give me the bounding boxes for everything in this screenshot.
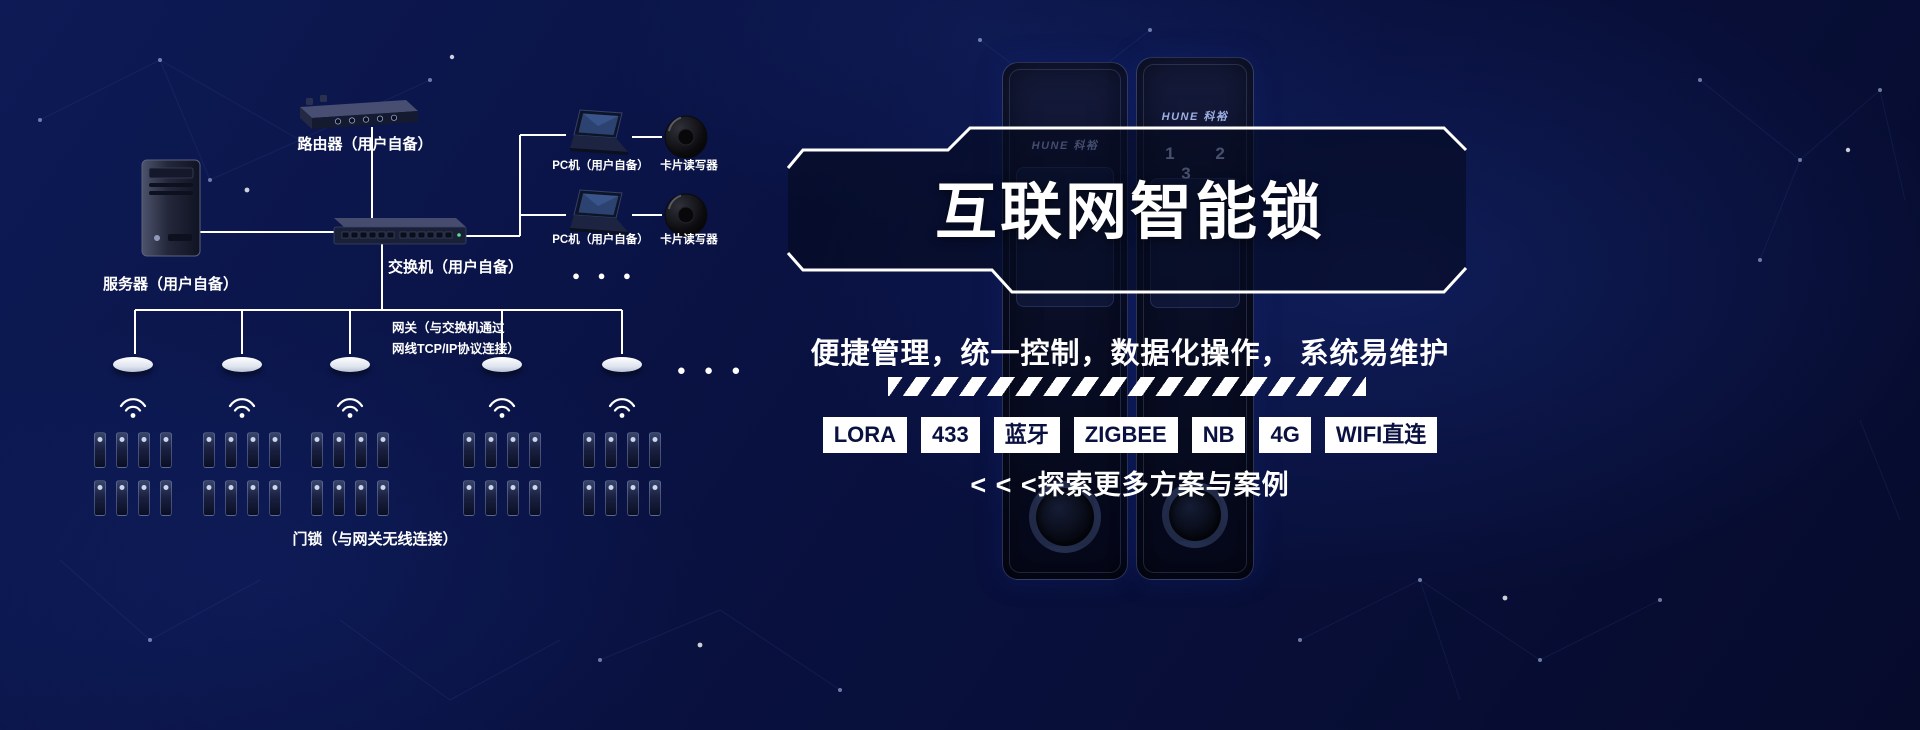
door-lock-icon (627, 432, 639, 468)
wifi-icon (335, 396, 365, 425)
gateway-note: 网关（与交换机通过 网线TCP/IP协议连接） (392, 318, 520, 361)
door-lock-icon (377, 480, 389, 516)
door-lock-icon (160, 480, 172, 516)
lock-row (203, 480, 281, 516)
router-icon (300, 95, 418, 129)
pc2-label: PC机（用户自备） (552, 234, 649, 246)
hazard-stripes-divider (888, 377, 1366, 396)
door-lock-icon (529, 432, 541, 468)
title-frame (786, 126, 1468, 294)
door-lock-icon (377, 432, 389, 468)
door-lock-icon (605, 432, 617, 468)
lock-keyhole-left (1029, 481, 1101, 553)
lock-row (583, 432, 661, 468)
door-lock-icon (649, 480, 661, 516)
door-lock-icon (269, 480, 281, 516)
tag-蓝牙: 蓝牙 (993, 417, 1060, 453)
door-lock-icon (333, 432, 345, 468)
subtitle: 便捷管理，统一控制，数据化操作， 系统易维护 (810, 338, 1450, 370)
server-label: 服务器（用户自备） (102, 276, 238, 293)
door-lock-icon (116, 480, 128, 516)
door-lock-icon (203, 432, 215, 468)
tag-NB: NB (1191, 417, 1246, 453)
door-lock-icon (507, 480, 519, 516)
reader1-label: 卡片读写器 (660, 160, 718, 172)
switch-label: 交换机（用户自备） (387, 259, 523, 276)
reader2-label: 卡片读写器 (660, 234, 718, 246)
gateway-device-2 (222, 357, 262, 372)
door-lock-icon (355, 480, 367, 516)
door-lock-icon (269, 432, 281, 468)
door-lock-icon (485, 432, 497, 468)
door-lock-icon (247, 480, 259, 516)
door-lock-icon (225, 432, 237, 468)
door-lock-icon (138, 480, 150, 516)
door-lock-icon (507, 432, 519, 468)
wifi-icon (607, 396, 637, 425)
door-lock-icon (355, 432, 367, 468)
lock-row (311, 480, 389, 516)
door-lock-icon (529, 480, 541, 516)
wifi-icon (227, 396, 257, 425)
connector-lines (134, 127, 662, 354)
tag-4G: 4G (1259, 417, 1311, 453)
gateway-device-3 (330, 357, 370, 372)
lock-row (463, 480, 541, 516)
door-lock-icon (605, 480, 617, 516)
lock-bezel (1009, 69, 1121, 573)
pc-ellipsis: ● ● ● (572, 268, 638, 283)
door-locks-label: 门锁（与网关无线连接） (292, 531, 458, 548)
door-lock-icon (247, 432, 259, 468)
door-lock-icon (138, 432, 150, 468)
lock-row (583, 480, 661, 516)
router-label: 路由器（用户自备） (297, 136, 433, 153)
tag-LORA: LORA (822, 417, 908, 453)
door-lock-icon (160, 432, 172, 468)
door-lock-icon (583, 432, 595, 468)
door-lock-icon (583, 480, 595, 516)
pc1-label: PC机（用户自备） (552, 160, 649, 172)
lock-row (311, 432, 389, 468)
door-lock-icon (225, 480, 237, 516)
network-diagram-graphics (134, 95, 708, 354)
gateway-device-5 (602, 357, 642, 372)
door-lock-icon (463, 432, 475, 468)
lock-keyhole-right (1162, 482, 1228, 548)
main-title: 互联网智能锁 (934, 178, 1325, 247)
door-lock-icon (311, 480, 323, 516)
gateway-device-1 (113, 357, 153, 372)
door-lock-icon (116, 432, 128, 468)
lock-row (463, 432, 541, 468)
door-lock-icon (627, 480, 639, 516)
door-lock-icon (94, 432, 106, 468)
lock-row (203, 432, 281, 468)
lock-bezel (1143, 64, 1247, 573)
tag-ZIGBEE: ZIGBEE (1073, 417, 1178, 453)
door-lock-icon (94, 480, 106, 516)
door-lock-icon (203, 480, 215, 516)
door-lock-icon (485, 480, 497, 516)
gateway-note-line2: 网线TCP/IP协议连接） (392, 342, 520, 357)
gateway-note-line1: 网关（与交换机通过 (392, 321, 505, 335)
door-lock-icon (311, 432, 323, 468)
explore-more-link[interactable]: < < <探索更多方案与案例 (970, 470, 1290, 500)
switch-icon (333, 218, 467, 245)
wifi-icon (487, 396, 517, 425)
tag-433: 433 (921, 417, 980, 453)
lock-row (94, 432, 172, 468)
lock-row (94, 480, 172, 516)
tag-WIFI直连: WIFI直连 (1324, 417, 1438, 453)
gateway-ellipsis: ● ● ● (676, 362, 748, 379)
tag-row: LORA 433 蓝牙 ZIGBEE NB 4G WIFI直连 (775, 417, 1485, 453)
door-lock-icon (649, 432, 661, 468)
door-lock-icon (333, 480, 345, 516)
gateway-device-4 (482, 357, 522, 372)
brand-logo-right: HUNE 科裕 (1161, 111, 1229, 123)
gateway-area (0, 0, 780, 730)
wifi-icon (118, 396, 148, 425)
server-tower-icon (141, 159, 201, 257)
door-lock-icon (463, 480, 475, 516)
